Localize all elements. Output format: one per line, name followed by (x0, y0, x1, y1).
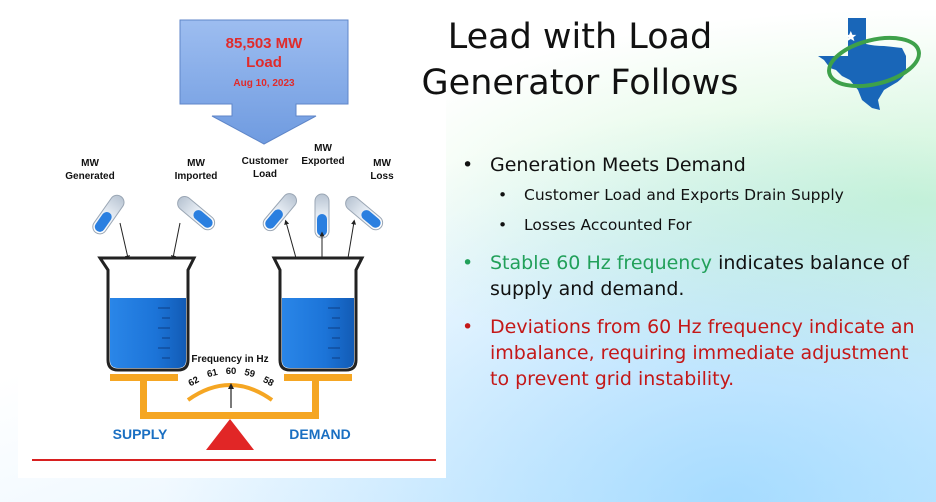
label-mw-generated-2: Generated (65, 171, 114, 182)
diagram-panel: 85,503 MW Load Aug 10, 2023 MW Generated… (18, 8, 446, 478)
flow-arrow-customer (284, 219, 297, 259)
load-word: Load (246, 54, 282, 71)
label-mw-exported-2: Exported (301, 156, 344, 167)
flow-arrow-imported (171, 222, 181, 261)
bullet-generation-meets-demand: Generation Meets Demand (460, 152, 930, 178)
demand-beaker (271, 256, 365, 372)
frequency-tick-60: 60 (226, 366, 237, 377)
label-mw-exported-1: MW (314, 143, 332, 154)
title-line-2: Generator Follows (421, 63, 739, 103)
load-arrow (179, 19, 349, 145)
bullet-stable-frequency: Stable 60 Hz frequency indicates balance… (460, 250, 930, 302)
label-customer-load-2: Load (253, 169, 277, 180)
stable-frequency-rest: indicates balance of supply and demand. (490, 252, 910, 300)
flow-arrow-loss (347, 219, 357, 259)
stable-frequency-highlight: Stable 60 Hz frequency (490, 252, 713, 274)
tube-customer-load (262, 193, 297, 232)
balance-scale (110, 374, 352, 419)
demand-label: DEMAND (289, 426, 350, 442)
label-mw-loss-1: MW (373, 158, 391, 169)
bullet-deviations: Deviations from 60 Hz frequency indicate… (460, 314, 930, 392)
label-customer-load-1: Customer (242, 156, 289, 167)
title-line-1: Lead with Load (447, 17, 713, 57)
frequency-tick-61: 61 (206, 367, 220, 380)
flow-arrow-generated (119, 222, 130, 261)
frequency-tick-62: 62 (187, 374, 202, 389)
load-balance-diagram: 85,503 MW Load Aug 10, 2023 MW Generated… (32, 19, 436, 461)
slide-title: Lead with Load Generator Follows (400, 14, 760, 106)
frequency-tick-59: 59 (243, 367, 256, 380)
label-mw-imported-2: Imported (175, 171, 218, 182)
label-mw-loss-2: Loss (370, 171, 394, 182)
load-date: Aug 10, 2023 (233, 78, 295, 89)
tube-loss (345, 196, 384, 231)
sub-bullet-losses: Losses Accounted For (460, 214, 930, 236)
tube-exported (314, 193, 330, 239)
supply-label: SUPPLY (113, 426, 168, 442)
fulcrum-triangle (206, 419, 254, 450)
sub-bullet-customer-load: Customer Load and Exports Drain Supply (460, 184, 930, 206)
frequency-tick-58: 58 (261, 374, 276, 389)
label-mw-imported-1: MW (187, 158, 205, 169)
bullet-list: Generation Meets Demand Customer Load an… (460, 152, 930, 398)
tube-generated (92, 194, 125, 235)
texas-logo-icon (818, 18, 921, 110)
supply-beaker (97, 256, 197, 372)
load-value: 85,503 MW (226, 35, 304, 52)
frequency-label: Frequency in Hz (191, 354, 268, 365)
tube-imported (177, 196, 216, 231)
frequency-gauge-arc (186, 383, 274, 402)
label-mw-generated-1: MW (81, 158, 99, 169)
